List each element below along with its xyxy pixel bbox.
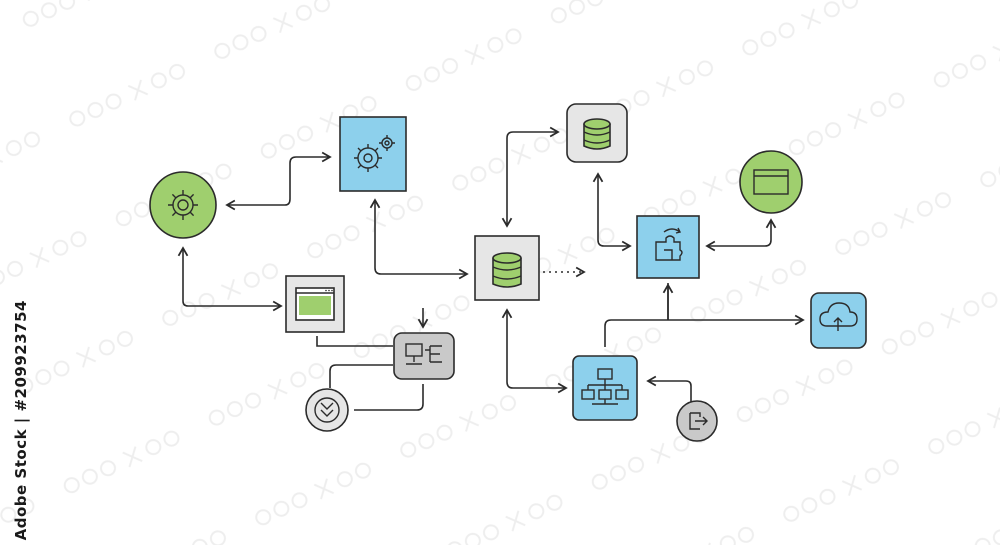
stock-id-label: Adobe Stock | #209923754 — [12, 300, 30, 541]
puzzle-icon — [655, 227, 683, 261]
window-icon — [753, 169, 789, 195]
browser-window-node[interactable] — [285, 275, 345, 333]
browser-window-icon — [295, 287, 335, 321]
gears-icon — [354, 135, 395, 172]
connector — [369, 198, 469, 280]
connector — [501, 308, 568, 394]
gear-node[interactable] — [149, 171, 217, 239]
connector — [592, 172, 632, 252]
central-database-node[interactable] — [474, 235, 540, 301]
window-node[interactable] — [739, 150, 803, 214]
double-chevron-down-icon — [314, 397, 340, 423]
network-terminal-node[interactable] — [393, 332, 455, 380]
network-terminal-icon — [405, 343, 442, 365]
connector — [646, 375, 692, 402]
download-node[interactable] — [305, 388, 349, 432]
sitemap-icon — [581, 368, 629, 405]
export-icon — [689, 412, 708, 430]
connectors — [177, 126, 803, 411]
connector — [177, 246, 283, 312]
cloud-upload-icon — [819, 302, 858, 331]
puzzle-node[interactable] — [636, 215, 700, 279]
top-database-node[interactable] — [566, 103, 628, 163]
cloud-node[interactable] — [810, 292, 867, 349]
settings-node[interactable] — [339, 116, 407, 192]
database-icon — [492, 252, 522, 288]
gear-icon — [168, 190, 198, 220]
connector — [316, 336, 393, 347]
connector — [225, 151, 332, 211]
export-node[interactable] — [676, 400, 718, 442]
connector — [354, 384, 424, 411]
database-icon — [583, 118, 611, 150]
sitemap-node[interactable] — [572, 355, 638, 421]
connector — [329, 364, 393, 388]
connector — [501, 126, 560, 228]
connector — [705, 218, 777, 252]
